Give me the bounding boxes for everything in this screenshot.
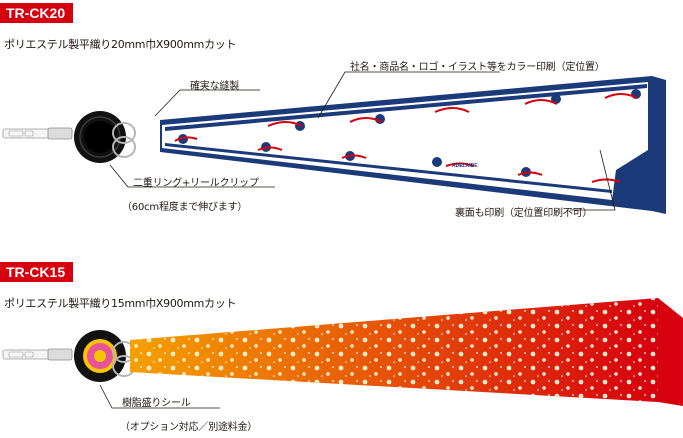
note-seal: 樹脂盛りシール (122, 398, 191, 409)
leader-lines (109, 71, 616, 211)
product-spec: ポリエステル製平織り15mm巾X900mmカット (4, 297, 237, 310)
lanyard-strap-orange (130, 298, 683, 406)
lanyard-strap-navy (160, 76, 666, 214)
strap-logo-text: ADELAIDE (618, 174, 644, 180)
note-ring-clip-sub: （60cm程度まで伸びます） (122, 202, 248, 213)
alligator-clip-icon (2, 127, 73, 140)
strap-logo-text: ADELAIDE (452, 163, 478, 169)
note-ring-clip: 二重リング+リールクリップ (133, 178, 259, 189)
leader-lines (99, 384, 220, 409)
note-print-back: 裏面も印刷（定位置印刷不可） (455, 208, 593, 219)
product-code-badge: TR-CK20 (0, 3, 74, 23)
strap-logo-icon (174, 89, 641, 183)
product-code-badge: TR-CK15 (0, 262, 74, 282)
product-spec: ポリエステル製平織り20mm巾X900mmカット (4, 38, 237, 51)
split-ring-icon (112, 122, 136, 158)
note-seal-sub: （オプション対応／別途料金） (120, 422, 258, 433)
note-sewing: 確実な縫製 (190, 81, 239, 92)
alligator-clip-icon (2, 348, 73, 361)
note-print-front: 社名・商品名・ロゴ・イラスト等をカラー印刷（定位置） (350, 62, 605, 73)
